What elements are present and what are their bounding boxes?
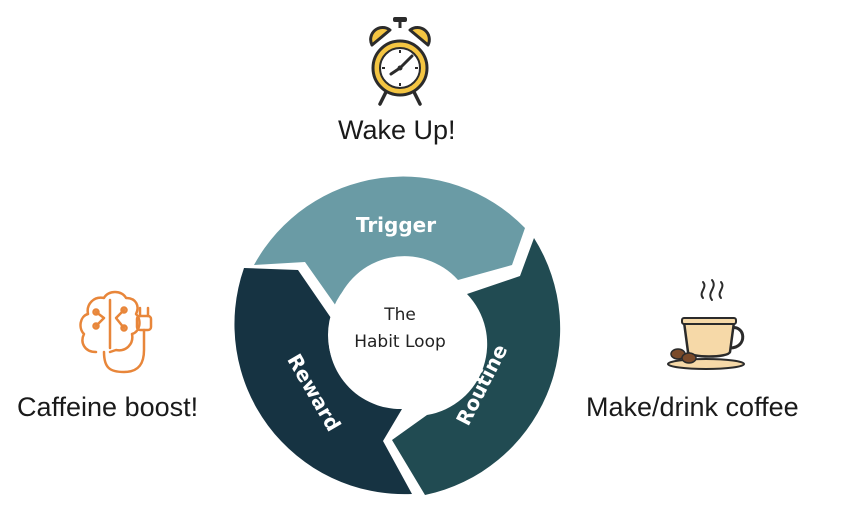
brain-plug-icon: [79, 290, 153, 374]
step-label-wake-up: Wake Up!: [338, 115, 456, 145]
segment-routine: [392, 238, 561, 495]
segment-trigger: [254, 176, 525, 306]
center-circle: [328, 263, 472, 407]
alarm-clock-icon: [369, 17, 431, 106]
center-title-line2: Habit Loop: [354, 332, 446, 352]
center-title-line1: The: [383, 305, 416, 325]
coffee-cup-icon: [667, 279, 745, 370]
segment-reward: [234, 268, 412, 495]
step-label-make-drink-coffee: Make/drink coffee: [586, 392, 799, 422]
step-label-caffeine-boost: Caffeine boost!: [17, 392, 199, 422]
segment-label-trigger: Trigger: [356, 213, 436, 237]
